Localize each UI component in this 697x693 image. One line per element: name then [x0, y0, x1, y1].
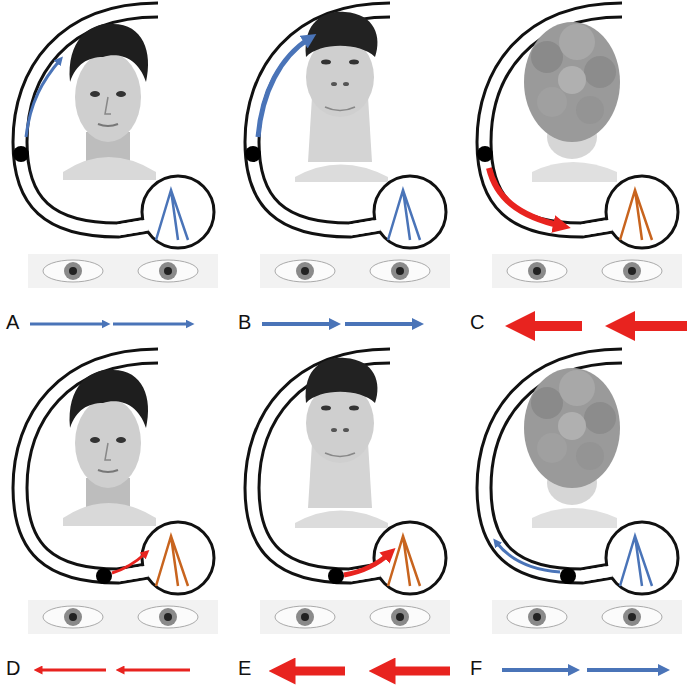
panel-letter: A: [6, 312, 19, 332]
panel-letter: D: [6, 658, 20, 678]
panel-letter: C: [470, 312, 484, 332]
panel-letter: B: [238, 312, 251, 332]
panel-letter: F: [470, 658, 482, 678]
panel-letter: E: [238, 658, 251, 678]
